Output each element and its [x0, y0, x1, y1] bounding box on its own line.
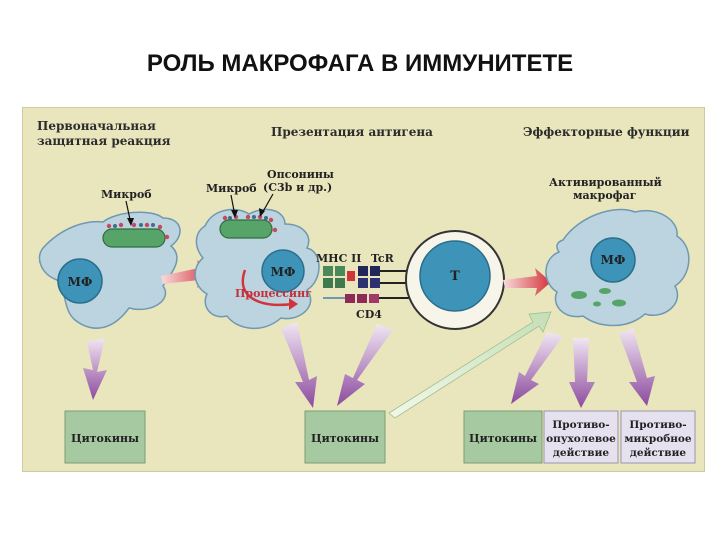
nucleus-2 — [261, 249, 305, 293]
slide-title: РОЛЬ МАКРОФАГА В ИММУНИТЕТЕ — [146, 50, 574, 77]
opsonins-label-line2: (С3b и др.) — [263, 181, 332, 194]
antitumor-line3: действие — [553, 447, 609, 459]
microbe-2 — [219, 219, 273, 239]
microbe-fragments — [571, 288, 626, 307]
nucleus-1 — [57, 258, 103, 304]
tcr-label: TcR — [371, 252, 395, 265]
section-primary-line2: защитная реакция — [37, 134, 171, 148]
mf-label-3: МФ — [601, 253, 626, 267]
cytokines-box-3: Цитокины — [463, 410, 543, 464]
section-primary-line1: Первоначальная — [37, 119, 156, 133]
purple-arrow-5 — [569, 338, 595, 408]
mf-label-2: МФ — [271, 265, 296, 279]
purple-arrow-2 — [281, 322, 317, 408]
microbe-label-1: Микроб — [101, 188, 152, 201]
t-cell-nucleus — [419, 240, 491, 312]
red-arrow-2 — [503, 268, 551, 296]
purple-arrow-4 — [511, 332, 563, 404]
cytokines-label-3: Цитокины — [469, 432, 537, 445]
cd4-receptor — [323, 294, 379, 303]
antimicrobial-line1: Противо- — [629, 419, 686, 431]
mhc-ii-receptor — [323, 266, 355, 288]
microbe-label-2: Микроб — [206, 182, 257, 195]
antitumor-line1: Противо- — [552, 419, 609, 431]
cd4-label: CD4 — [356, 308, 382, 321]
antitumor-line2: опухолевое — [546, 433, 616, 445]
opsonin-dots-2 — [222, 214, 278, 233]
section-presentation: Презентация антигена — [271, 125, 433, 139]
diagram-figure: Первоначальная защитная реакция Презента… — [22, 107, 705, 472]
purple-arrow-3 — [337, 324, 393, 406]
mhc-label: MHC II — [316, 252, 361, 265]
activated-label-line2: макрофаг — [573, 189, 637, 202]
antimicrobial-line3: действие — [630, 447, 686, 459]
cytokines-box-1: Цитокины — [64, 410, 146, 464]
nucleus-3 — [590, 237, 636, 283]
opsonin-dots-1 — [106, 222, 170, 240]
mf-label-1: МФ — [68, 275, 93, 289]
diagram-svg: Первоначальная защитная реакция Презента… — [37, 119, 696, 464]
processing-label: Процессинг — [235, 287, 312, 300]
activated-label-line1: Активированный — [549, 176, 662, 189]
section-effector: Эффекторные функции — [523, 125, 690, 139]
microbe-pointer-head-2 — [231, 210, 238, 218]
cytokines-label-2: Цитокины — [311, 432, 379, 445]
microbe-pointer-head-1 — [127, 218, 134, 226]
feedback-arrow — [388, 311, 552, 419]
cytokines-box-2: Цитокины — [304, 410, 386, 464]
antitumor-box: Противо- опухолевое действие — [543, 410, 619, 464]
antimicrobial-box: Противо- микробное действие — [620, 410, 696, 464]
antimicrobial-line2: микробное — [624, 433, 692, 445]
purple-arrow-1 — [83, 338, 107, 400]
cytokines-label-1: Цитокины — [71, 432, 139, 445]
purple-arrow-6 — [619, 328, 655, 406]
processing-arrow — [241, 269, 294, 307]
microbe-1 — [102, 228, 166, 248]
opsonins-pointer-head — [259, 208, 265, 217]
macrophage-cell-2 — [194, 208, 320, 330]
processing-arrow-head — [289, 298, 298, 310]
tcr-receptor — [358, 266, 380, 288]
opsonins-label-line1: Опсонины — [267, 168, 334, 181]
t-cell-label: T — [450, 269, 460, 284]
